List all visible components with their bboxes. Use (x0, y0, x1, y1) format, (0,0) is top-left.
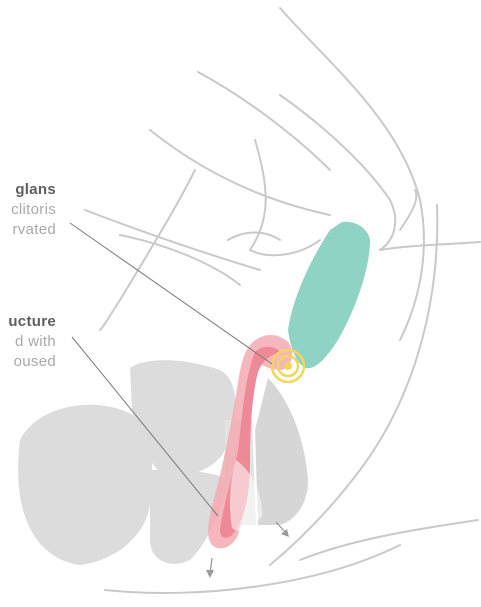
vibration-rings (272, 350, 304, 382)
callout-title: ucture (8, 312, 56, 332)
callout-desc: rvated (11, 220, 56, 240)
body-grey-shapes (18, 360, 308, 565)
callout-desc: d with (8, 332, 56, 352)
glans-leader-line (70, 223, 272, 364)
structure-callout: ucture d with oused (8, 312, 56, 372)
callout-desc: oused (8, 352, 56, 372)
callout-desc: clitoris (11, 200, 56, 220)
device (288, 222, 370, 369)
callout-title: glans (11, 180, 56, 200)
glans-callout: glans clitoris rvated (11, 180, 56, 240)
